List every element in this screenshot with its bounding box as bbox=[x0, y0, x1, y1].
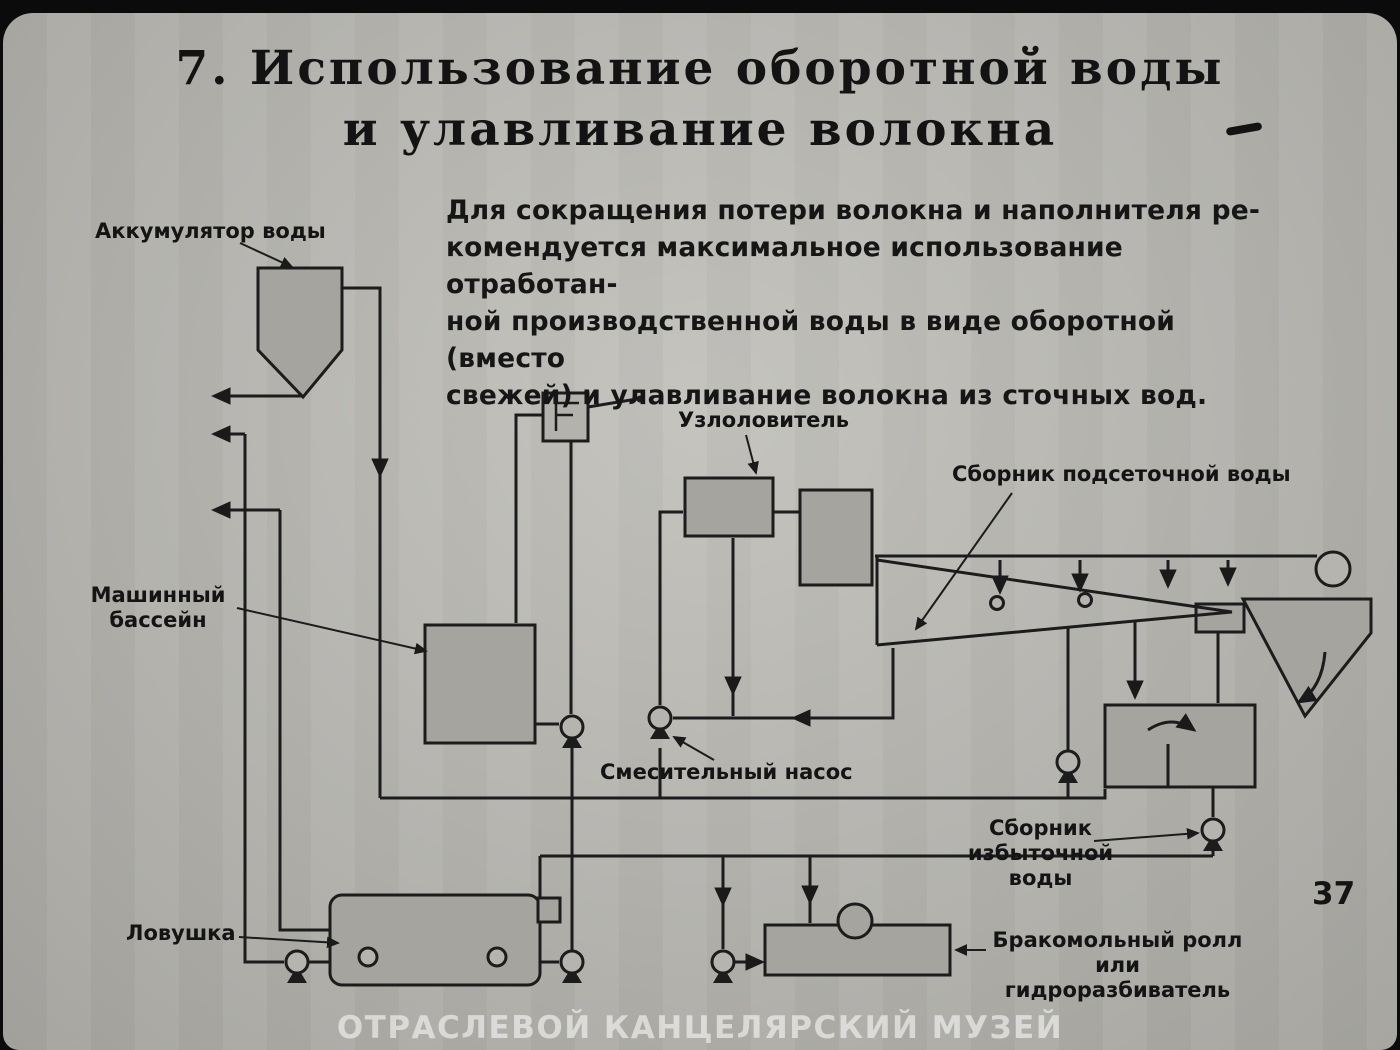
pump-pulper bbox=[710, 949, 736, 983]
pumps bbox=[284, 705, 1226, 983]
label-broke-pulper: Бракомольный ролл или гидроразбиватель bbox=[992, 928, 1243, 1003]
watermark-text: ОТРАСЛЕВОЙ КАНЦЕЛЯРСКИЙ МУЗЕЙ bbox=[336, 1010, 1064, 1046]
pump-wire-pit bbox=[1055, 749, 1081, 783]
flow-regulator-shape bbox=[541, 391, 590, 443]
ink-dot bbox=[636, 395, 644, 403]
mixing-pump bbox=[647, 705, 673, 739]
collector-flow-arrow bbox=[1147, 713, 1197, 732]
label-trap: Ловушка bbox=[126, 921, 236, 945]
wire-section bbox=[875, 550, 1352, 647]
pump-basin bbox=[559, 714, 585, 748]
label-mixing-pump: Смесительный насос bbox=[600, 760, 853, 784]
headbox-funnel-shape bbox=[1240, 597, 1373, 719]
slide-title: 7. Использование оборотной воды и улавли… bbox=[0, 38, 1400, 160]
couch-roll-shape bbox=[1314, 550, 1352, 588]
water-accumulator-shape bbox=[256, 266, 344, 400]
pump-excess-collector bbox=[1200, 817, 1226, 851]
label-excess-water-collector: Сборник избыточной воды bbox=[967, 816, 1114, 891]
excess-collector-shape bbox=[1103, 703, 1257, 789]
trap-notch-shape bbox=[536, 896, 562, 924]
slide-title-line1: 7. Использование оборотной воды bbox=[175, 41, 1225, 96]
wire-roll-1 bbox=[989, 595, 1005, 611]
trap-drain-left bbox=[357, 946, 379, 968]
wire-roll-2 bbox=[1077, 592, 1093, 608]
slide-title-line2: и улавливание волокна bbox=[342, 102, 1058, 158]
machine-basin-shape bbox=[423, 623, 537, 745]
trap-shape bbox=[328, 893, 542, 987]
label-machine-basin: Машинный бассейн bbox=[90, 583, 226, 633]
pump-trap-left bbox=[284, 949, 310, 983]
funnel-flow-arrow bbox=[1296, 651, 1327, 704]
pointer-lines bbox=[236, 242, 1200, 956]
intro-paragraph: Для сокращения потери волокна и наполнит… bbox=[446, 195, 1261, 411]
screen-box-shape bbox=[798, 488, 874, 587]
trap-drain-right bbox=[486, 946, 508, 968]
pulper-roll-shape bbox=[836, 902, 874, 940]
knot-catcher-shape bbox=[683, 476, 775, 538]
label-knot-catcher: Узлоловитель bbox=[678, 408, 850, 432]
flow-regulator-glyph bbox=[554, 401, 579, 431]
page-number: 37 bbox=[1312, 876, 1356, 912]
pipes bbox=[211, 286, 1327, 971]
label-accumulator: Аккумулятор воды bbox=[95, 219, 326, 243]
pump-trap-right bbox=[559, 949, 585, 983]
label-wire-water-collector: Сборник подсеточной воды bbox=[952, 462, 1291, 486]
